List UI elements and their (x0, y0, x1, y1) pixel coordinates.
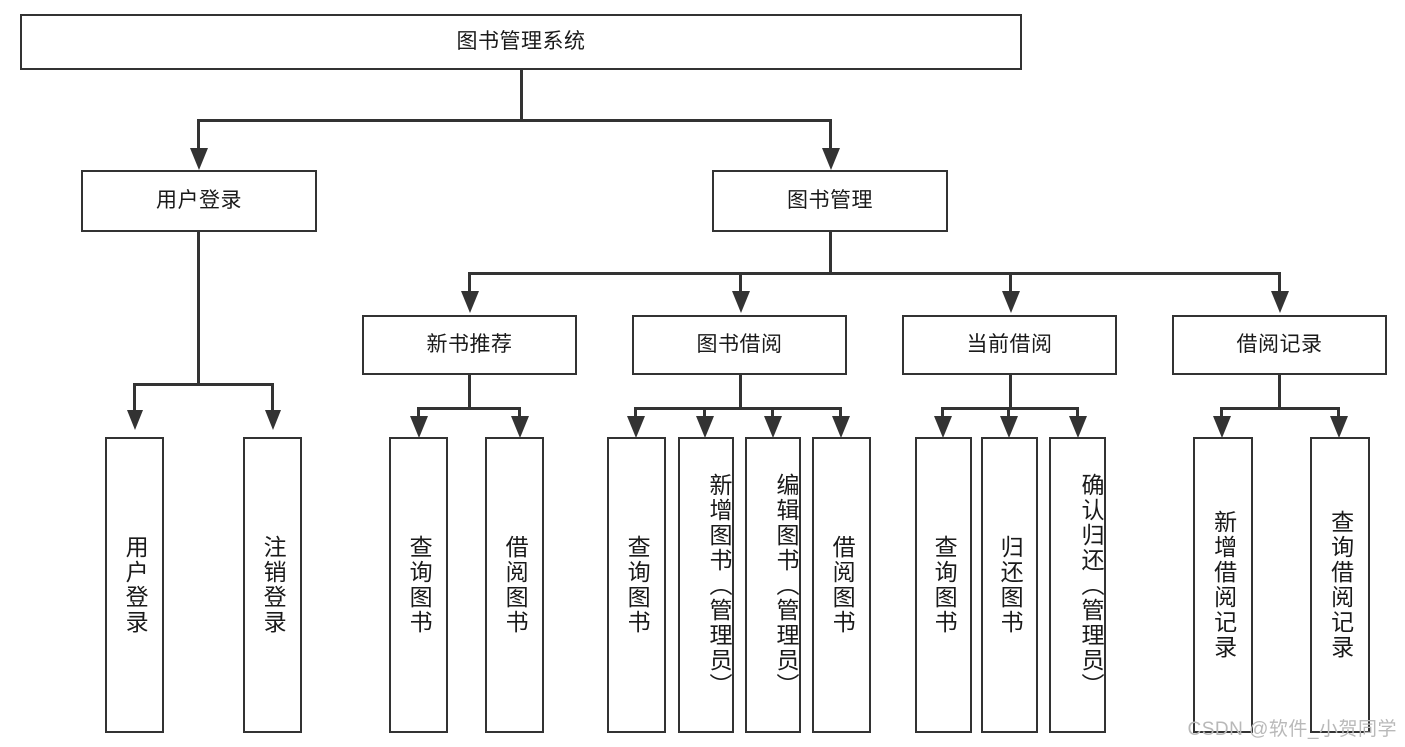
connector-bookmgmt-drop-1 (468, 272, 471, 294)
connector-bookmgmt-stem (829, 232, 832, 274)
connector-userlogin-drop-2 (271, 383, 274, 411)
node-label: 借阅图书 (502, 535, 529, 635)
connector-bookmgmt-drop-2 (739, 272, 742, 294)
connector-currentborrow-bar (941, 407, 1079, 410)
node-user-login[interactable]: 用户登录 (81, 170, 317, 232)
arrow-to-leaf-edit-book (764, 416, 782, 438)
leaf-borrow-book-recommend[interactable]: 借阅图书 (485, 437, 544, 733)
node-label: 用户登录 (122, 535, 149, 635)
node-book-borrow[interactable]: 图书借阅 (632, 315, 847, 375)
arrow-to-leaf-add-record (1213, 416, 1231, 438)
leaf-query-book-recommend[interactable]: 查询图书 (389, 437, 448, 733)
arrow-to-leaf-borrow-book-b (832, 416, 850, 438)
connector-bookborrow-drop-1 (634, 407, 637, 419)
connector-bookborrow-drop-3 (771, 407, 774, 419)
arrow-to-leaf-borrow-book-a (511, 416, 529, 438)
arrow-to-leaf-confirm-return (1069, 416, 1087, 438)
arrow-to-book-manage (822, 148, 840, 170)
node-label: 查询借阅记录 (1327, 510, 1354, 660)
node-label: 图书借阅 (696, 332, 783, 356)
arrow-to-leaf-query-book-b (627, 416, 645, 438)
connector-bookborrow-drop-4 (839, 407, 842, 419)
node-label: 借阅记录 (1236, 332, 1323, 356)
node-label: 编辑图书（管理员） (773, 472, 799, 698)
arrow-to-new-book-rec (461, 291, 479, 313)
node-new-book-recommend[interactable]: 新书推荐 (362, 315, 577, 375)
leaf-query-book-borrow[interactable]: 查询图书 (607, 437, 666, 733)
connector-bookborrow-drop-2 (703, 407, 706, 419)
leaf-add-book-admin[interactable]: 新增图书（管理员） (678, 437, 734, 733)
connector-bookmgmt-bar (468, 272, 1280, 275)
leaf-edit-book-admin[interactable]: 编辑图书（管理员） (745, 437, 801, 733)
connector-bookmgmt-drop-3 (1009, 272, 1012, 294)
leaf-borrow-book-borrow[interactable]: 借阅图书 (812, 437, 871, 733)
connector-currentborrow-drop-1 (941, 407, 944, 419)
connector-bookborrow-bar (634, 407, 842, 410)
node-label: 查询图书 (624, 535, 651, 635)
node-label: 新增图书（管理员） (706, 472, 732, 698)
leaf-add-borrow-record[interactable]: 新增借阅记录 (1193, 437, 1253, 733)
node-label: 新增借阅记录 (1210, 510, 1237, 660)
connector-newbook-drop-2 (518, 407, 521, 419)
leaf-return-book[interactable]: 归还图书 (981, 437, 1038, 733)
connector-userlogin-drop-1 (133, 383, 136, 411)
leaf-user-login[interactable]: 用户登录 (105, 437, 164, 733)
connector-bookmgmt-drop-4 (1278, 272, 1281, 294)
node-label: 借阅图书 (829, 535, 856, 635)
arrow-to-leaf-query-book-a (410, 416, 428, 438)
connector-currentborrow-drop-2 (1007, 407, 1010, 419)
node-label: 确认归还（管理员） (1078, 472, 1104, 698)
node-current-borrow[interactable]: 当前借阅 (902, 315, 1117, 375)
node-label: 当前借阅 (966, 332, 1053, 356)
connector-borrowrecord-bar (1220, 407, 1340, 410)
node-borrow-record[interactable]: 借阅记录 (1172, 315, 1387, 375)
connector-newbook-stem (468, 375, 471, 409)
connector-currentborrow-drop-3 (1076, 407, 1079, 419)
connector-root-stem (520, 70, 523, 120)
leaf-logout[interactable]: 注销登录 (243, 437, 302, 733)
connector-newbook-bar (417, 407, 521, 410)
node-label: 图书管理 (787, 188, 873, 212)
node-label: 用户登录 (156, 188, 242, 212)
arrow-to-leaf-query-book-c (934, 416, 952, 438)
arrow-to-book-borrow (732, 291, 750, 313)
leaf-query-borrow-record[interactable]: 查询借阅记录 (1310, 437, 1370, 733)
arrow-to-leaf-user-login (127, 410, 143, 430)
connector-bookborrow-stem (739, 375, 742, 409)
arrow-to-current-borrow (1002, 291, 1020, 313)
arrow-to-user-login (190, 148, 208, 170)
connector-borrowrecord-drop-1 (1220, 407, 1223, 419)
connector-borrowrecord-stem (1278, 375, 1281, 409)
node-label: 新书推荐 (426, 332, 513, 356)
arrow-to-leaf-logout (265, 410, 281, 430)
connector-borrowrecord-drop-2 (1337, 407, 1340, 419)
arrow-to-leaf-add-book (696, 416, 714, 438)
arrow-to-borrow-record (1271, 291, 1289, 313)
connector-userlogin-stem (197, 232, 200, 384)
leaf-confirm-return-admin[interactable]: 确认归还（管理员） (1049, 437, 1106, 733)
node-label: 查询图书 (406, 535, 433, 635)
node-label: 图书管理系统 (456, 29, 586, 53)
connector-currentborrow-stem (1009, 375, 1012, 409)
leaf-query-book-current[interactable]: 查询图书 (915, 437, 972, 733)
arrow-to-leaf-return-book (1000, 416, 1018, 438)
node-label: 注销登录 (260, 535, 287, 635)
connector-level1-drop-1 (197, 119, 200, 151)
node-book-management[interactable]: 图书管理 (712, 170, 948, 232)
connector-level1-bar (197, 119, 831, 122)
node-label: 归还图书 (997, 535, 1024, 635)
connector-userlogin-bar (133, 383, 273, 386)
node-root-system[interactable]: 图书管理系统 (20, 14, 1022, 70)
connector-newbook-drop-1 (417, 407, 420, 419)
connector-level1-drop-2 (829, 119, 832, 151)
arrow-to-leaf-query-record (1330, 416, 1348, 438)
node-label: 查询图书 (931, 535, 958, 635)
